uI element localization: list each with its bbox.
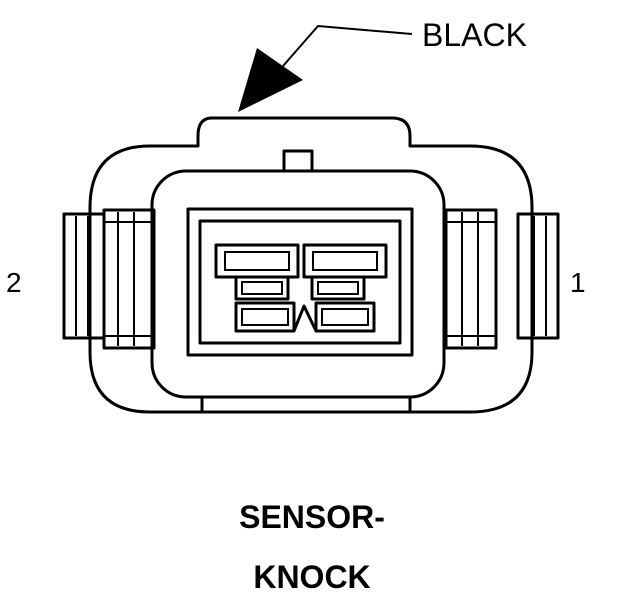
housing-base bbox=[200, 397, 412, 414]
connector-title-line1: SENSOR- bbox=[239, 499, 385, 535]
terminal-divider bbox=[292, 304, 318, 332]
wire-color-label: BLACK bbox=[422, 17, 527, 53]
callout-arrowhead bbox=[238, 48, 303, 112]
pin-label-left: 2 bbox=[6, 267, 22, 298]
connector-housing bbox=[88, 116, 534, 414]
wire-color-callout bbox=[238, 24, 413, 112]
terminal-2 bbox=[214, 243, 300, 333]
right-latch bbox=[444, 208, 560, 350]
locking-tab bbox=[282, 149, 314, 173]
left-latch bbox=[62, 208, 156, 350]
inner-shroud bbox=[150, 169, 446, 399]
terminal-cavity-outer bbox=[186, 207, 414, 357]
terminal-1 bbox=[302, 243, 388, 333]
terminal-cavity-inner bbox=[198, 219, 402, 345]
callout-leader-line bbox=[282, 24, 413, 67]
connector-title-line2: KNOCK bbox=[253, 559, 370, 595]
pin-label-right: 1 bbox=[570, 267, 586, 298]
